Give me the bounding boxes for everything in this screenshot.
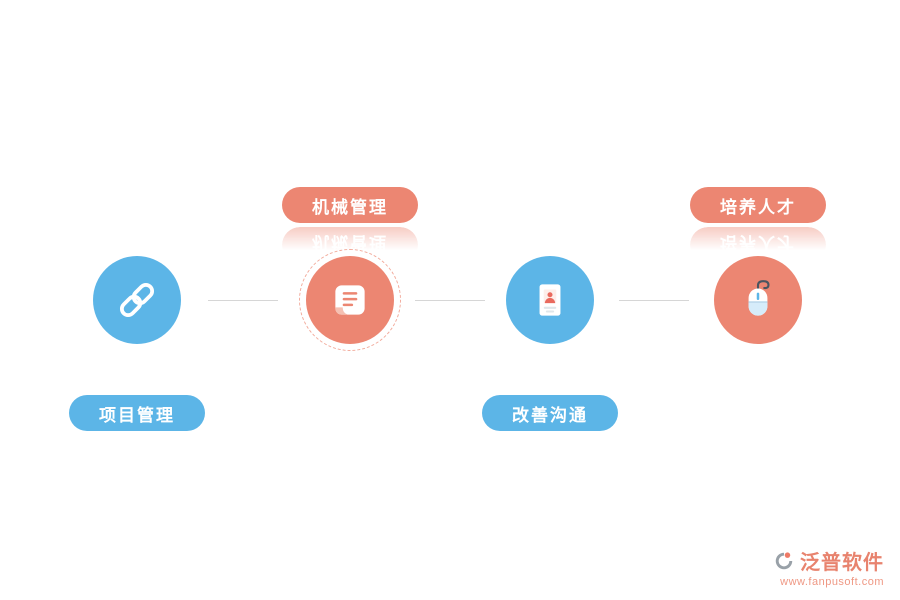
connector-line [619,300,689,301]
connector-line [415,300,485,301]
connector-line [208,300,278,301]
label-cultivate-talent: 培养人才 [690,187,826,223]
node-cultivate-talent [714,256,802,344]
link-icon [119,282,155,318]
id-card-icon [539,284,561,316]
brand-footer: 泛普软件 www.fanpusoft.com [773,546,884,588]
node-machinery-management [306,256,394,344]
logo-icon [775,551,793,569]
brand-website: www.fanpusoft.com [780,576,884,588]
label-project-management: 项目管理 [69,395,205,431]
label-machinery-management: 机械管理 [282,187,418,223]
dashed-ring [299,249,401,351]
brand-name: 泛普软件 [800,552,884,574]
mouse-icon [748,280,770,316]
node-project-management [93,256,181,344]
label-improve-communication: 改善沟通 [482,395,618,431]
scroll-icon [335,285,365,315]
node-improve-communication [506,256,594,344]
